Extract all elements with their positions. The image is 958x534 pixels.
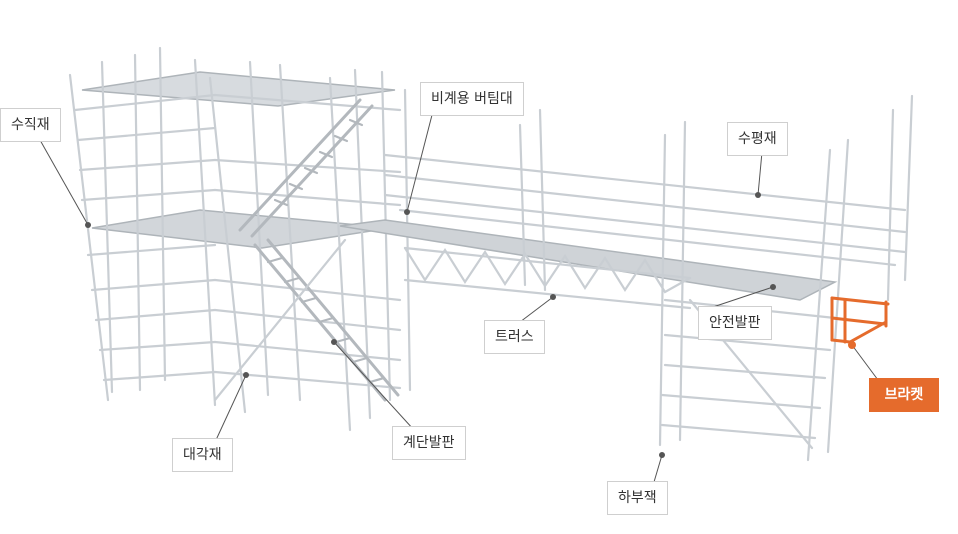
leader-stair-plank: [333, 341, 415, 431]
leader-vertical: [39, 139, 89, 226]
label-stair-plank: 계단발판: [392, 426, 466, 460]
dot-bracket: [848, 341, 856, 349]
dot-horizontal: [755, 192, 761, 198]
dot-base-jack: [659, 452, 665, 458]
label-diagonal: 대각재: [172, 438, 233, 472]
leader-base-jack: [653, 454, 663, 483]
leader-diagonal: [215, 374, 247, 441]
leader-horizontal: [757, 151, 763, 196]
bracket: [830, 296, 890, 344]
dot-safety-plank: [770, 284, 776, 290]
leader-truss: [519, 296, 554, 323]
diagonal-brace: [213, 238, 347, 402]
leader-bracket: [851, 344, 879, 381]
leader-safety-plank: [709, 286, 774, 309]
dot-truss: [550, 294, 556, 300]
label-bracket: 브라켓: [869, 378, 939, 412]
leader-dots: [85, 192, 856, 458]
dot-anti-fall-rail: [404, 209, 410, 215]
label-truss: 트러스: [484, 320, 545, 354]
label-safety-plank: 안전발판: [698, 306, 772, 340]
label-vertical: 수직재: [0, 108, 61, 142]
label-base-jack: 하부잭: [607, 481, 668, 515]
tower-ledgers: [73, 93, 402, 390]
label-anti-fall-rail: 비계용 버팀대: [420, 82, 524, 116]
leader-anti-fall-rail: [406, 114, 433, 213]
bridge: [339, 108, 907, 310]
dot-diagonal: [243, 372, 249, 378]
leader-lines: [39, 114, 879, 483]
bridge-deck: [339, 219, 838, 301]
label-horizontal: 수평재: [727, 122, 788, 156]
dot-stair-plank: [331, 339, 337, 345]
scaffold-structure: [68, 46, 914, 462]
stair: [238, 98, 400, 402]
dot-vertical: [85, 222, 91, 228]
top-deck: [81, 71, 396, 107]
